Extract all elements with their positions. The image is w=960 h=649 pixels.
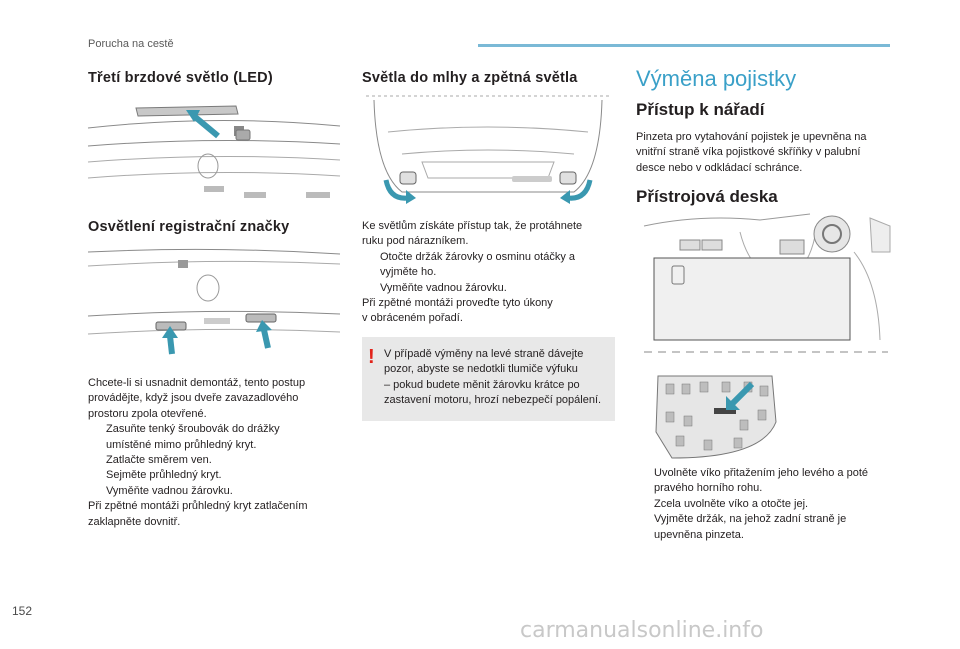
para-line: prostoru zpola otevřené. (88, 407, 207, 420)
figure-brake-light (87, 105, 341, 198)
para-line: vnitřní straně víka pojistkové skříňky v… (636, 146, 861, 159)
tool-access-text: Pinzeta pro vytahování pojistek je upevn… (636, 130, 896, 176)
page-number: 152 (12, 604, 33, 618)
title-dashboard: Přístrojová deska (636, 187, 778, 206)
title-plate-light: Osvětlení registrační značky (88, 219, 290, 235)
plate-instructions: Chcete-li si usnadnit demontáž, tento po… (88, 376, 348, 530)
watermark: carmanualsonline.info (520, 618, 764, 643)
para-line: Chcete-li si usnadnit demontáž, tento po… (88, 377, 306, 389)
dashboard-instructions: Uvolněte víko přitažením jeho levého a p… (636, 466, 896, 543)
list-item: Sejměte průhledný kryt. (106, 469, 222, 482)
warning-icon: ! (368, 346, 375, 368)
warning-text: V případě výměny na levé straně dávejte … (384, 348, 602, 407)
list-item: Vyměňte vadnou žárovku. (380, 281, 507, 294)
warning-box: ! V případě výměny na levé straně dávejt… (362, 337, 615, 421)
title-fog-lights: Světla do mlhy a zpětná světla (362, 70, 578, 86)
list-item: Vyměňte vadnou žárovku. (106, 484, 233, 497)
title-brake-light: Třetí brzdové světlo (LED) (88, 70, 273, 86)
list-item: Uvolněte víko přitažením jeho levého a p… (654, 467, 869, 495)
list-item: Zcela uvolněte víko a otočte jej. (654, 497, 809, 510)
list-item: Zatlačte směrem ven. (106, 454, 212, 467)
para-line: Při zpětné montáži proveďte tyto úkony (362, 297, 553, 310)
figure-dashboard (643, 213, 891, 353)
para-line: Pinzeta pro vytahování pojistek je upevn… (636, 131, 867, 143)
para-line: desce nebo v odkládací schránce. (636, 161, 803, 174)
para-line: v obráceném pořadí. (362, 312, 463, 325)
title-fuse-replacement: Výměna pojistky (636, 66, 797, 91)
figure-rear-lights (366, 95, 610, 204)
para-line: provádějte, když jsou dveře zavazadlovéh… (88, 392, 299, 405)
para-line: Při zpětné montáži průhledný kryt zatlač… (88, 500, 308, 513)
header-accent-bar (478, 44, 890, 47)
fog-instructions: Ke světlům získáte přístup tak, že protá… (362, 219, 617, 327)
section-header: Porucha na cestě (88, 38, 174, 50)
para-line: ruku pod nárazníkem. (362, 235, 469, 248)
figure-plate-light (87, 248, 341, 355)
para-line: Ke světlům získáte přístup tak, že protá… (362, 220, 583, 232)
title-tool-access: Přístup k nářadí (636, 100, 765, 119)
para-line: zaklapněte dovnitř. (88, 515, 181, 528)
figure-fuse-cover (655, 375, 777, 459)
